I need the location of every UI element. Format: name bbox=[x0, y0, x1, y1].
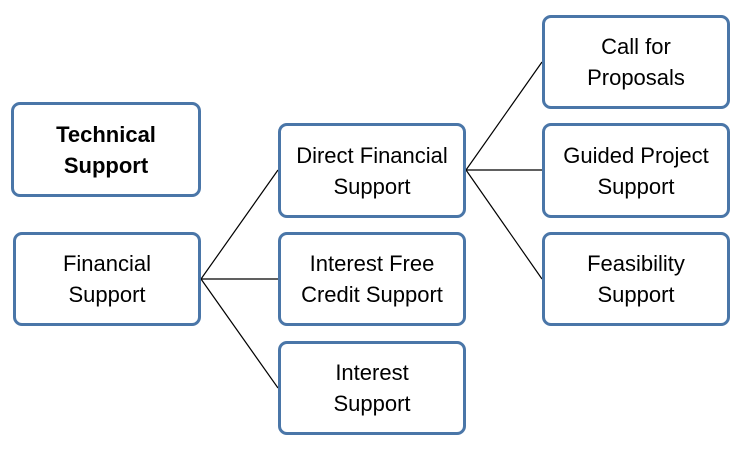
edge-financial-to-interest bbox=[200, 278, 279, 389]
edge-financial-to-direct bbox=[200, 169, 279, 280]
edge-direct-to-call bbox=[465, 61, 543, 171]
edge-direct-to-feasibility bbox=[465, 169, 543, 280]
